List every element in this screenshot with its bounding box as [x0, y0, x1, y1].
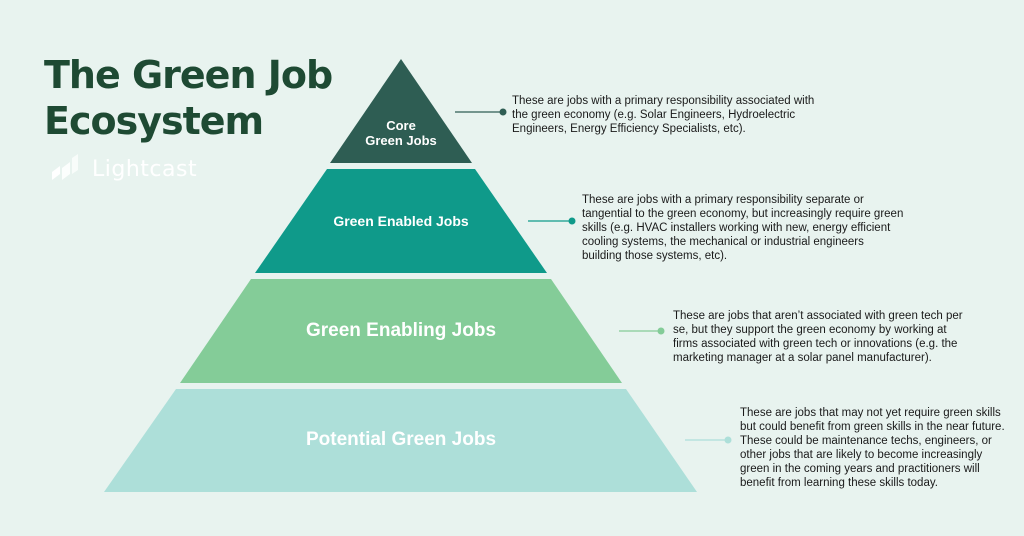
brand-name: Lightcast [92, 156, 198, 182]
tier-potential-label: Potential Green Jobs [305, 429, 497, 450]
connector-core [455, 108, 507, 116]
tier-core-shape [330, 59, 472, 163]
tier-potential-shape [104, 389, 697, 492]
lightcast-logo-icon [52, 154, 78, 180]
connector-potential [685, 436, 732, 444]
tier-core-description: These are jobs with a primary responsibi… [512, 95, 815, 135]
tier-enabling-description: These are jobs that aren’t associated wi… [673, 310, 963, 364]
tier-enabled-label: Green Enabled Jobs [333, 213, 469, 229]
page-title: The Green Job Ecosystem [44, 53, 333, 143]
tier-core-label: Core Green Jobs [365, 118, 437, 148]
tier-enabling-shape [180, 279, 622, 383]
connector-enabling [619, 327, 665, 335]
tier-potential-description: These are jobs that may not yet require … [740, 407, 1005, 489]
brand-logo: Lightcast [48, 152, 197, 186]
tier-enabling-label: Green Enabling Jobs [305, 320, 497, 341]
connector-enabled [528, 217, 576, 225]
tier-enabled-shape [255, 169, 547, 273]
tier-enabled-description: These are jobs with a primary responsibi… [582, 194, 904, 262]
